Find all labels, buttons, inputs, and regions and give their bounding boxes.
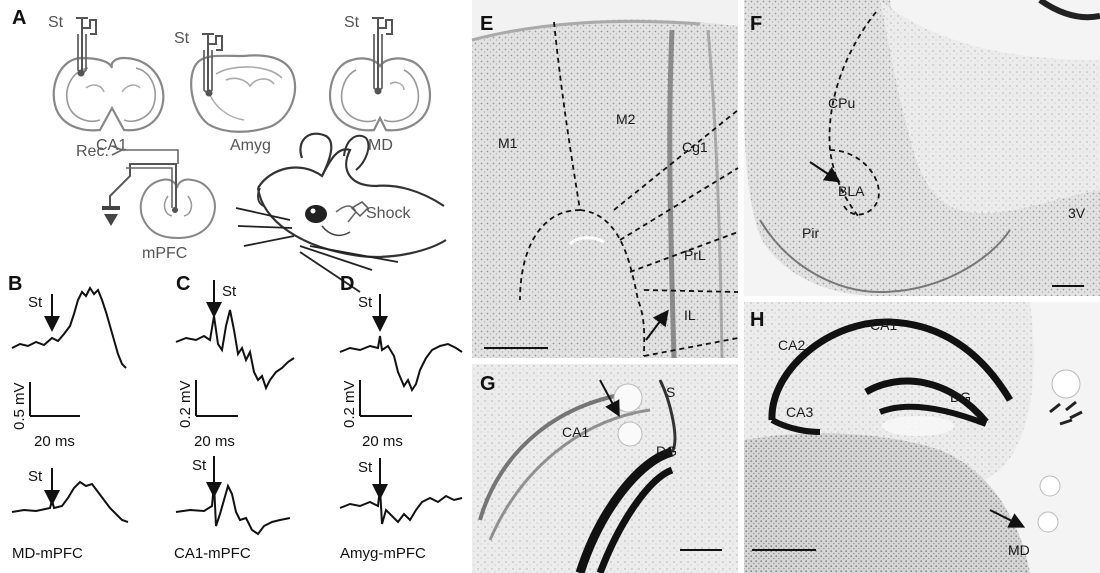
- target-label-md: MD: [368, 137, 393, 154]
- brain-section-mpfc: [139, 178, 216, 240]
- electrode-arrow-e: [645, 309, 669, 341]
- trace-b-top: [11, 286, 127, 369]
- record-label: Rec.: [76, 143, 109, 160]
- region-h-ca3: CA3: [786, 404, 813, 420]
- region-h-md: MD: [1008, 542, 1030, 558]
- panel-g-letter: G: [480, 373, 496, 395]
- stim-label-b-bottom: St: [28, 468, 43, 485]
- panel-b: B St 0.5 mV 20 ms St MD-mPFC: [8, 273, 129, 562]
- region-e-m2: M2: [616, 111, 636, 127]
- caption-c: CA1-mPFC: [174, 545, 251, 562]
- panel-c-letter: C: [176, 273, 190, 295]
- region-h-dg: DG: [950, 389, 971, 405]
- stim-label-md: St: [344, 14, 360, 31]
- region-f-3v: 3V: [1068, 205, 1086, 221]
- panel-f: CPu BLA Pir 3V F: [744, 0, 1100, 296]
- panel-h-vessels: [1037, 369, 1083, 533]
- trace-d-bottom: [339, 487, 463, 525]
- mouse-drawing: [235, 132, 447, 293]
- panel-e-letter: E: [480, 13, 493, 35]
- trace-b-bottom: [11, 480, 129, 523]
- scale-t-label-b: 20 ms: [34, 433, 75, 450]
- target-label-amyg: Amyg: [230, 137, 271, 154]
- region-h-ca2: CA2: [778, 337, 805, 353]
- stim-label-b-top: St: [28, 294, 43, 311]
- region-e-il: IL: [684, 307, 696, 323]
- scale-t-label-c: 20 ms: [194, 433, 235, 450]
- stim-label-ca1: St: [48, 14, 64, 31]
- brain-section-md: [328, 57, 432, 132]
- panel-d-letter: D: [340, 273, 354, 295]
- region-g-dg: DG: [656, 443, 677, 459]
- trace-c-top: [175, 309, 295, 391]
- caption-b: MD-mPFC: [12, 545, 83, 562]
- panel-g: CA1 S DG G: [472, 364, 738, 573]
- region-e-m1: M1: [498, 135, 518, 151]
- panel-a-letter: A: [12, 7, 26, 29]
- scale-v-label-c: 0.2 mV: [177, 380, 194, 428]
- panel-f-letter: F: [750, 13, 762, 35]
- panel-g-background: [472, 364, 738, 573]
- region-f-bla: BLA: [838, 183, 865, 199]
- electrode-arrow-f: [809, 161, 841, 183]
- panel-f-boundaries: [828, 11, 880, 217]
- trace-c-bottom: [175, 483, 291, 536]
- scale-v-label-b: 0.5 mV: [11, 382, 28, 430]
- panel-a: A St CA1 St Amyg: [12, 7, 447, 293]
- brain-section-ca1: [52, 56, 165, 132]
- panel-h-letter: H: [750, 309, 764, 331]
- stim-label-amyg: St: [174, 30, 190, 47]
- stim-label-d-bottom: St: [358, 459, 373, 476]
- scale-t-label-d: 20 ms: [362, 433, 403, 450]
- panel-f-tissue: [744, 0, 1100, 296]
- region-g-s: S: [666, 384, 675, 400]
- panel-e-tissue: [472, 19, 738, 359]
- mpfc-label: mPFC: [142, 245, 187, 262]
- recording-electrode: [102, 145, 179, 226]
- electrode-arrow-h: [989, 509, 1026, 528]
- stim-electrode-md: [372, 17, 393, 95]
- stim-label-c-top: St: [222, 283, 237, 300]
- stim-electrode-amyg: [202, 33, 223, 97]
- region-g-ca1: CA1: [562, 424, 589, 440]
- region-h-ca1: CA1: [870, 317, 897, 333]
- shock-label: Shock: [366, 205, 411, 222]
- brain-section-amyg: [190, 54, 297, 133]
- caption-d: Amyg-mPFC: [340, 545, 426, 562]
- stim-electrode-ca1: [76, 17, 97, 77]
- region-e-cg1: Cg1: [682, 139, 708, 155]
- panel-e-boundaries: [519, 21, 739, 357]
- region-f-pir: Pir: [802, 225, 819, 241]
- panel-c: C St 0.2 mV 20 ms St CA1-mPFC: [174, 273, 295, 562]
- trace-d-top: [339, 335, 463, 393]
- panel-e: M1 M2 Cg1 PrL IL E: [471, 0, 739, 359]
- electrode-arrow-g: [599, 379, 620, 418]
- panel-d: D St 0.2 mV 20 ms St Amyg-mPFC: [339, 273, 463, 562]
- region-f-cpu: CPu: [828, 95, 855, 111]
- region-e-prl: PrL: [684, 247, 706, 263]
- stim-label-c-bottom: St: [192, 457, 207, 474]
- panel-h: CA1 CA2 CA3 DG MD H: [744, 302, 1100, 573]
- panel-b-letter: B: [8, 273, 22, 295]
- stim-label-d-top: St: [358, 294, 373, 311]
- scale-v-label-d: 0.2 mV: [341, 380, 358, 428]
